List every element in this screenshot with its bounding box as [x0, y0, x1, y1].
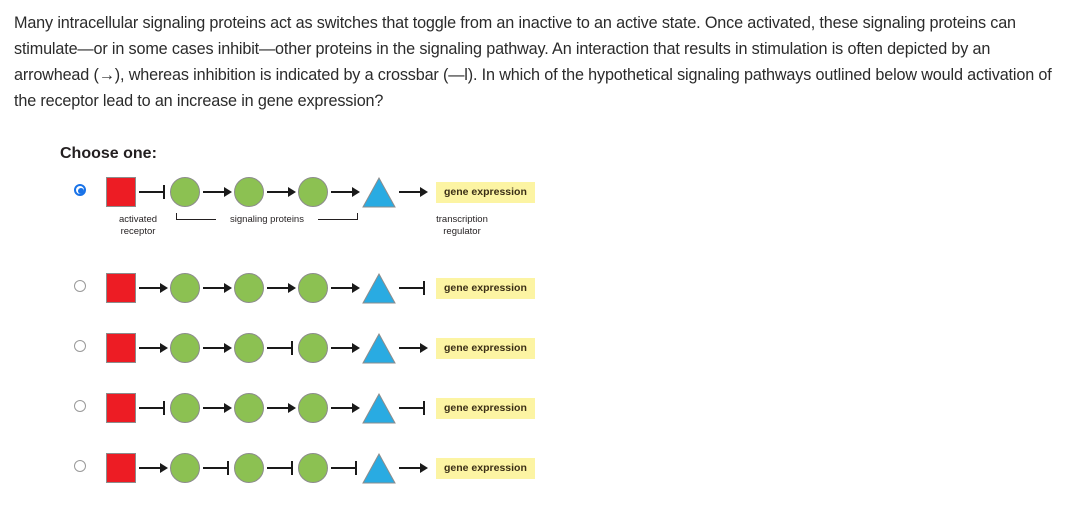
gene-expression-label: gene expression — [436, 397, 535, 419]
annotation-activated-receptor-line1: activated — [118, 214, 158, 225]
annotation-transcription-regulator-line1: transcription — [436, 214, 488, 225]
signaling-protein-shape — [234, 273, 264, 303]
signaling-pathway-diagram: gene expression — [106, 388, 535, 428]
radio-option-2[interactable] — [74, 280, 86, 292]
stimulation-arrow-icon — [200, 400, 234, 416]
stimulation-arrow-icon — [328, 280, 362, 296]
signaling-protein-shape — [170, 177, 200, 207]
signaling-protein-shape — [170, 273, 200, 303]
stimulation-arrow-icon — [200, 184, 234, 200]
inhibition-crossbar-icon — [200, 460, 234, 476]
inhibition-crossbar-icon — [328, 460, 362, 476]
question-stem: Many intracellular signaling proteins ac… — [14, 14, 1052, 110]
signaling-pathway-diagram: gene expression — [106, 172, 535, 212]
signaling-pathway-diagram: gene expression — [106, 328, 535, 368]
bracket-tick-left — [176, 213, 177, 220]
inhibition-crossbar-icon — [136, 400, 170, 416]
stimulation-arrow-icon — [136, 340, 170, 356]
gene-expression-label: gene expression — [436, 277, 535, 299]
inhibition-crossbar-icon — [264, 460, 298, 476]
transcription-regulator-shape — [362, 272, 396, 304]
answer-option-row[interactable]: gene expression — [60, 448, 1060, 508]
stimulation-arrow-icon — [396, 460, 430, 476]
transcription-regulator-shape — [362, 176, 396, 208]
stimulation-arrow-icon — [396, 184, 430, 200]
activated-receptor-shape — [106, 453, 136, 483]
signaling-pathway-diagram: gene expression — [106, 268, 535, 308]
signaling-protein-shape — [298, 333, 328, 363]
signaling-pathway-diagram: gene expression — [106, 448, 535, 488]
gene-expression-label: gene expression — [436, 181, 535, 203]
stimulation-arrow-icon — [328, 184, 362, 200]
answer-option-row[interactable]: gene expression — [60, 268, 1060, 328]
gene-expression-label: gene expression — [436, 457, 535, 479]
radio-option-3[interactable] — [74, 340, 86, 352]
signaling-protein-shape — [170, 453, 200, 483]
stimulation-arrow-icon — [264, 184, 298, 200]
signaling-protein-shape — [234, 453, 264, 483]
activated-receptor-shape — [106, 273, 136, 303]
activated-receptor-shape — [106, 177, 136, 207]
inhibition-crossbar-icon — [396, 400, 430, 416]
radio-option-5[interactable] — [74, 460, 86, 472]
annotation-signaling-proteins-bracket: signaling proteins — [176, 212, 358, 232]
signaling-protein-shape — [298, 393, 328, 423]
stimulation-arrow-icon — [396, 340, 430, 356]
signaling-protein-shape — [234, 393, 264, 423]
stimulation-arrow-icon — [264, 400, 298, 416]
signaling-protein-shape — [234, 177, 264, 207]
gene-expression-label: gene expression — [436, 337, 535, 359]
inhibition-crossbar-icon — [136, 184, 170, 200]
annotation-activated-receptor-line2: receptor — [120, 225, 156, 237]
signaling-protein-shape — [234, 333, 264, 363]
choose-one-label: Choose one: — [60, 145, 157, 162]
stimulation-arrow-icon — [328, 340, 362, 356]
stimulation-arrow-icon — [328, 400, 362, 416]
annotation-transcription-regulator-line2: regulator — [443, 225, 481, 237]
answer-option-row[interactable]: gene expression — [60, 328, 1060, 388]
transcription-regulator-shape — [362, 332, 396, 364]
activated-receptor-shape — [106, 333, 136, 363]
answer-option-row[interactable]: gene expression — [60, 388, 1060, 448]
stimulation-arrow-icon — [200, 340, 234, 356]
transcription-regulator-shape — [362, 452, 396, 484]
radio-option-4[interactable] — [74, 400, 86, 412]
signaling-protein-shape — [298, 177, 328, 207]
annotation-signaling-proteins-label: signaling proteins — [216, 212, 318, 227]
signaling-protein-shape — [298, 273, 328, 303]
inhibition-crossbar-icon — [396, 280, 430, 296]
stimulation-arrow-icon — [200, 280, 234, 296]
signaling-protein-shape — [170, 333, 200, 363]
radio-option-1[interactable] — [74, 184, 86, 196]
signaling-protein-shape — [170, 393, 200, 423]
signaling-protein-shape — [298, 453, 328, 483]
bracket-tick-right — [357, 213, 358, 220]
stimulation-arrow-icon — [264, 280, 298, 296]
transcription-regulator-shape — [362, 392, 396, 424]
stimulation-arrow-icon — [136, 460, 170, 476]
inhibition-crossbar-icon — [264, 340, 298, 356]
activated-receptor-shape — [106, 393, 136, 423]
stimulation-arrow-icon — [136, 280, 170, 296]
